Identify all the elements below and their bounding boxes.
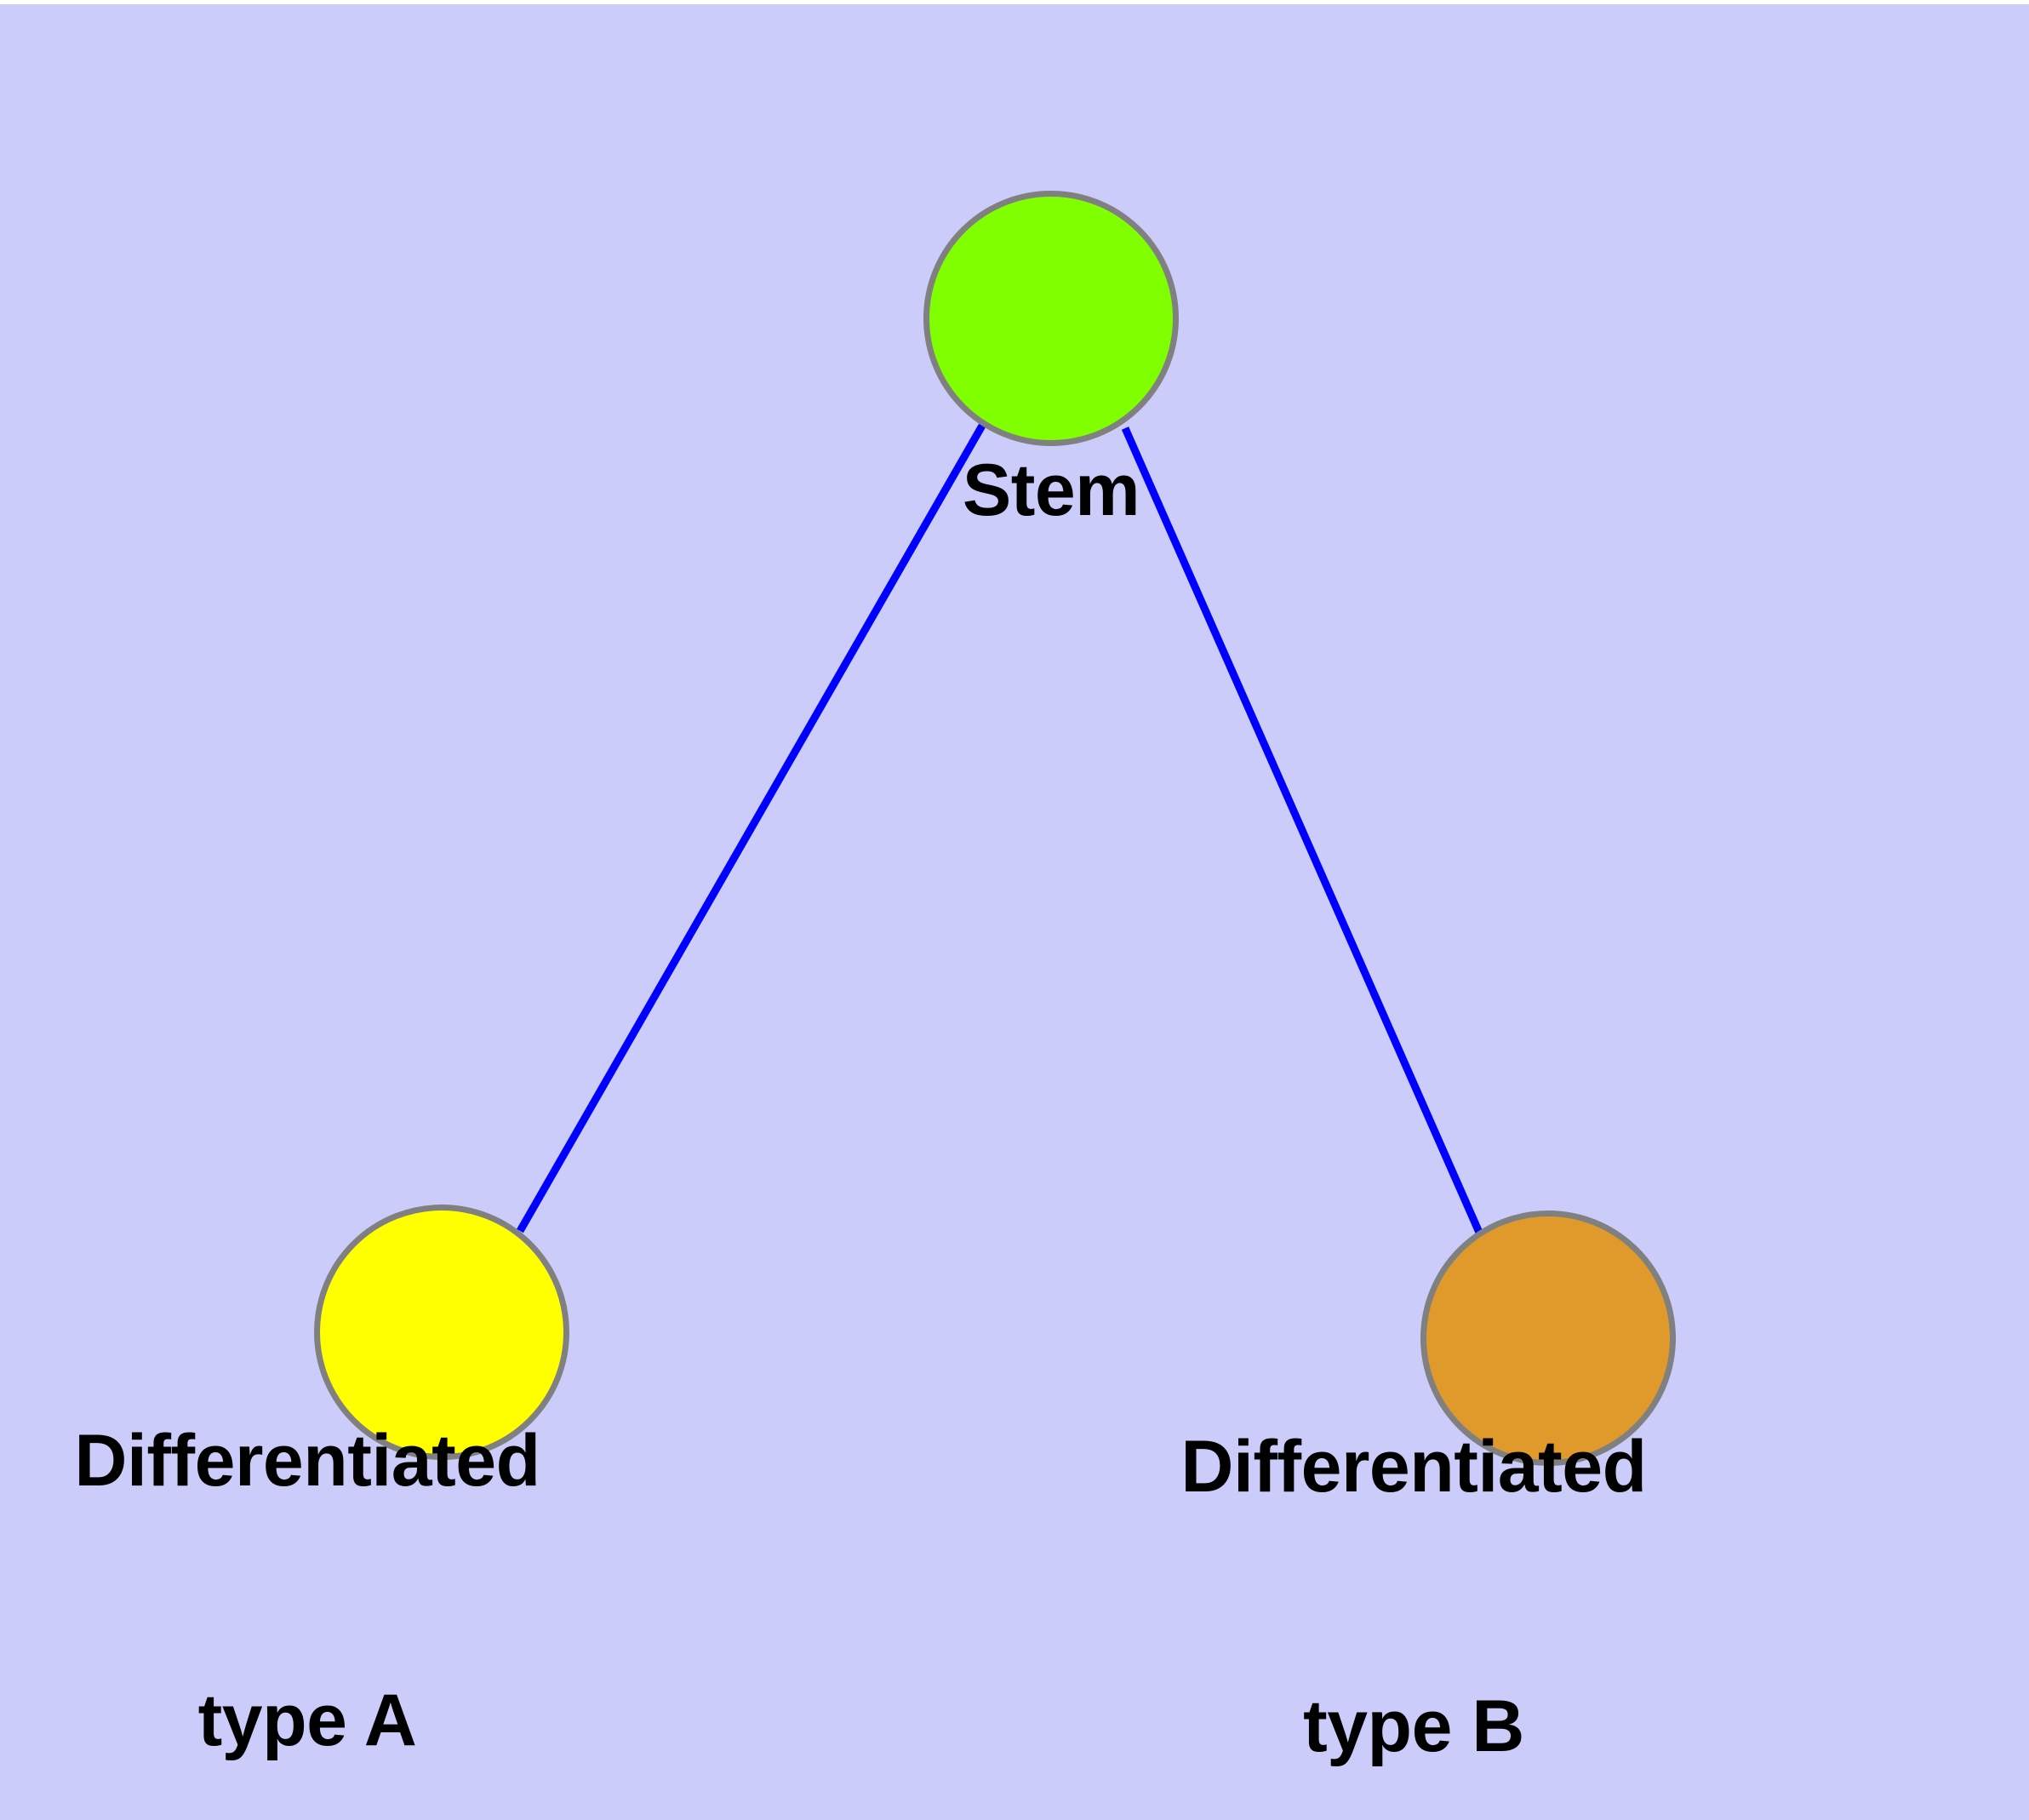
node-differentiated-type-a[interactable] (314, 1205, 569, 1460)
edge-stem-to-differentiated-type-a (517, 423, 986, 1233)
edge-stem-to-differentiated-type-b (1121, 426, 1484, 1236)
node-stem[interactable] (923, 191, 1179, 446)
node-layer (314, 191, 1676, 1466)
node-differentiated-type-b[interactable] (1420, 1210, 1676, 1466)
edge-layer (517, 423, 1484, 1236)
